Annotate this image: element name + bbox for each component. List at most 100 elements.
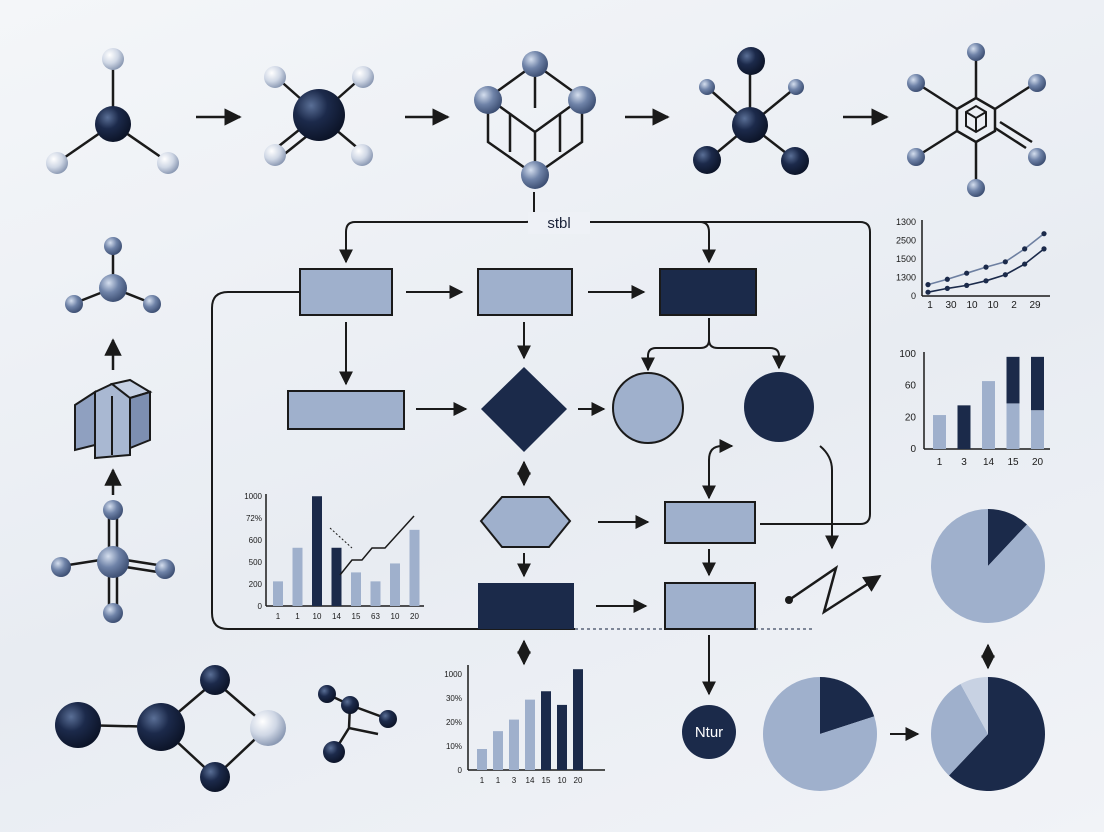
- data-point: [964, 282, 970, 288]
- series-line: [927, 248, 1045, 293]
- bar-segment: [1006, 403, 1020, 449]
- process-box-7: [664, 582, 756, 630]
- data-point: [964, 270, 970, 276]
- bar: [409, 529, 420, 606]
- data-point: [944, 285, 950, 291]
- y-tick-label: 200: [249, 580, 263, 589]
- bar-segment: [957, 405, 971, 449]
- bar: [509, 719, 519, 770]
- y-tick-label: 600: [249, 536, 263, 545]
- pie-slice: [948, 677, 1045, 792]
- crystal-block-icon: [74, 378, 153, 460]
- y-tick-label: 20: [905, 412, 917, 423]
- bar: [370, 581, 381, 606]
- outer-loop-connector: [211, 291, 575, 630]
- molecule-small-trigonal: [65, 237, 161, 313]
- zigzag-trend-arrow: [788, 565, 882, 615]
- terminal-node: Ntur: [682, 705, 736, 759]
- y-tick-label: 10%: [446, 742, 462, 751]
- x-tick-label: 15: [1007, 457, 1019, 468]
- pie-chart-bottom-right: [931, 677, 1045, 792]
- x-tick-label: 10: [391, 612, 400, 621]
- x-tick-label: 30: [945, 300, 957, 311]
- x-tick-label: 10: [313, 612, 322, 621]
- bar: [292, 547, 303, 606]
- x-tick-label: 14: [332, 612, 341, 621]
- molecule-methane: [264, 66, 374, 166]
- data-point: [1041, 231, 1047, 237]
- y-tick-label: 1000: [244, 492, 262, 501]
- state-circle-light: [612, 372, 684, 444]
- pie-slice: [930, 509, 1045, 623]
- bar: [477, 749, 487, 770]
- x-tick-label: 14: [526, 776, 535, 785]
- y-tick-label: 0: [258, 602, 263, 611]
- process-box-1: [299, 268, 393, 316]
- split-connector: [647, 318, 779, 368]
- x-tick-label: 15: [542, 776, 551, 785]
- bar: [390, 563, 400, 606]
- process-box-6: [664, 501, 756, 544]
- molecule-tetrahedral-small: [46, 48, 179, 174]
- y-tick-label: 0: [911, 291, 916, 301]
- x-tick-label: 1: [295, 612, 300, 621]
- bar-segment: [982, 381, 995, 449]
- x-tick-label: 20: [1032, 457, 1044, 468]
- molecule-ring-chain: [55, 665, 286, 792]
- process-box-4: [287, 390, 405, 430]
- data-point: [983, 278, 989, 284]
- x-tick-label: 3: [512, 776, 517, 785]
- y-tick-label: 60: [905, 381, 917, 392]
- bar: [493, 731, 503, 770]
- state-circle-dark: [744, 372, 814, 442]
- terminal-node-label: Ntur: [695, 724, 723, 741]
- y-tick-label: 0: [458, 766, 463, 775]
- x-tick-label: 10: [966, 300, 978, 311]
- data-point: [1022, 246, 1028, 252]
- pie-slice: [931, 684, 988, 776]
- bar: [557, 704, 567, 770]
- molecule-cube: [474, 51, 596, 189]
- data-point: [1002, 259, 1008, 265]
- bar-segment: [933, 415, 946, 449]
- junction-connector: stbl: [339, 192, 871, 525]
- pie-slice: [960, 677, 988, 734]
- y-tick-label: 2500: [896, 236, 916, 246]
- x-tick-label: 3: [961, 457, 967, 468]
- y-tick-label: 500: [249, 558, 263, 567]
- data-point: [1002, 272, 1008, 278]
- dashed-trend: [329, 527, 353, 549]
- pie-slice: [820, 677, 875, 734]
- x-tick-label: 14: [983, 457, 995, 468]
- trend-line: [339, 515, 415, 576]
- bar: [573, 669, 583, 770]
- molecule-small-chain: [318, 685, 397, 763]
- y-tick-label: 20%: [446, 718, 462, 727]
- curved-arrow-up: [702, 439, 734, 500]
- preparation-hexagon: [479, 496, 572, 548]
- decision-diamond: [481, 367, 567, 452]
- process-box-3-dark: [659, 268, 757, 316]
- pie-slice: [762, 677, 877, 792]
- data-point: [925, 289, 931, 295]
- process-box-2: [477, 268, 573, 316]
- data-point: [1041, 246, 1047, 252]
- y-tick-label: 1300: [896, 273, 916, 283]
- x-tick-label: 10: [558, 776, 567, 785]
- y-tick-label: 72%: [246, 514, 262, 523]
- bar: [312, 496, 322, 606]
- curved-arrow-down: [819, 445, 839, 550]
- y-tick-label: 1000: [444, 670, 462, 679]
- y-tick-label: 30%: [446, 694, 462, 703]
- bar-segment: [1006, 356, 1020, 404]
- junction-label: stbl: [547, 215, 570, 232]
- x-tick-label: 15: [352, 612, 361, 621]
- bar: [273, 581, 283, 606]
- y-tick-label: 100: [899, 349, 916, 360]
- pie-chart-top-right: [930, 509, 1045, 623]
- x-tick-label: 20: [410, 612, 419, 621]
- bar: [525, 699, 535, 770]
